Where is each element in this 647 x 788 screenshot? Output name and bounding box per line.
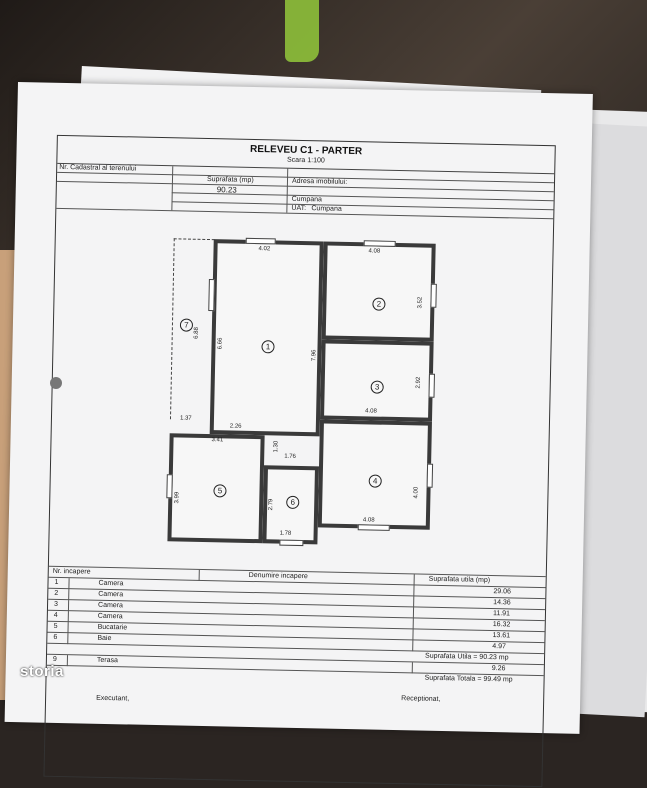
dimension-label: 6.88 xyxy=(193,327,200,339)
uat-label: UAT: xyxy=(291,204,307,213)
header-name: Denumire incapere xyxy=(248,571,308,581)
row-area: 13.61 xyxy=(492,632,511,640)
useful-total: Suprafata Utila = 90.23 mp xyxy=(424,652,509,662)
row-name: Camera xyxy=(98,579,124,588)
document-header-table: Nr. Cadastral al terenului Suprafata (mp… xyxy=(56,162,555,220)
terrace-outline xyxy=(169,238,215,421)
surface-value: 90.23 xyxy=(216,185,237,195)
row-area: 29.06 xyxy=(493,588,512,596)
row-nr: 4 xyxy=(53,611,58,619)
address-value: Cumpana xyxy=(291,195,323,204)
window xyxy=(245,237,276,245)
dimension-label: 7.96 xyxy=(311,349,318,362)
punch-hole xyxy=(50,377,62,389)
row-name: Camera xyxy=(98,590,124,599)
window xyxy=(166,474,173,499)
document-frame: RELEVEU C1 - PARTER Scara 1:100 Nr. Cada… xyxy=(43,134,556,788)
dimension-label: 2.79 xyxy=(268,498,275,511)
surface-label: Suprafata (mp) xyxy=(206,175,254,184)
floor-plan-document: RELEVEU C1 - PARTER Scara 1:100 Nr. Cada… xyxy=(4,82,593,788)
dimension-label: 4.02 xyxy=(258,246,271,253)
receptionat-label: Receptionat, xyxy=(401,695,441,703)
row-name: Terasa xyxy=(96,656,118,665)
dimension-label: 1.37 xyxy=(179,415,192,422)
row-area: 16.32 xyxy=(492,621,511,629)
row-area: 14.36 xyxy=(493,599,511,607)
row-name: Baie xyxy=(97,634,112,643)
grand-total: Suprafata Totala = 99.49 mp xyxy=(424,674,513,684)
dimension-label: 4.08 xyxy=(365,408,377,415)
dimension-label: 1.30 xyxy=(273,440,280,453)
dimension-label: 4.08 xyxy=(368,248,381,255)
dimension-label: 2.92 xyxy=(415,376,422,389)
dimension-label: 3.99 xyxy=(174,491,181,504)
dimension-label: 1.76 xyxy=(284,453,296,460)
row-nr: 2 xyxy=(54,589,59,597)
window xyxy=(363,240,396,247)
row-nr: 3 xyxy=(53,600,59,608)
dimension-label: 3.52 xyxy=(417,296,424,309)
row-area: 11.91 xyxy=(492,610,511,618)
storia-watermark: storia xyxy=(20,663,64,680)
dimension-label: 3.41 xyxy=(211,437,224,444)
window xyxy=(279,539,304,547)
window xyxy=(357,524,390,531)
row-name: Camera xyxy=(97,612,123,621)
dimension-label: 4.08 xyxy=(362,517,375,524)
row-area: 9.26 xyxy=(491,665,506,673)
window xyxy=(208,279,215,312)
row-nr: 6 xyxy=(53,633,58,641)
header-area: Suprafata utila (mp) xyxy=(428,575,491,584)
dimension-label: 2.26 xyxy=(229,423,242,430)
header-nr: Nr. incapere xyxy=(52,567,91,576)
dimension-label: 4.00 xyxy=(413,486,420,499)
dimension-label: 6.66 xyxy=(217,337,224,350)
row-nr: 9 xyxy=(52,655,57,663)
window xyxy=(428,373,435,398)
room-1 xyxy=(209,239,324,437)
row-nr: 5 xyxy=(53,622,58,630)
row-name: Bucatarie xyxy=(97,623,128,632)
executant-label: Executant, xyxy=(96,694,130,703)
dimension-label: 1.78 xyxy=(279,530,292,537)
row-nr: 1 xyxy=(54,578,59,586)
floor-plan: 1 2 3 4 5 6 7 4.02 4.08 4.08 4.08 3.52 6… xyxy=(166,237,443,554)
rooms-table: Nr. incapere Denumire incapere Suprafata… xyxy=(46,565,546,703)
row-area: 4.97 xyxy=(492,643,506,651)
row-name: Camera xyxy=(97,601,124,610)
room-2 xyxy=(321,241,436,342)
address-label: Adresa imobilului: xyxy=(291,177,348,186)
background-green-object xyxy=(285,0,319,62)
uat-value: Cumpana xyxy=(311,205,342,213)
window xyxy=(430,283,437,308)
window xyxy=(426,463,434,488)
